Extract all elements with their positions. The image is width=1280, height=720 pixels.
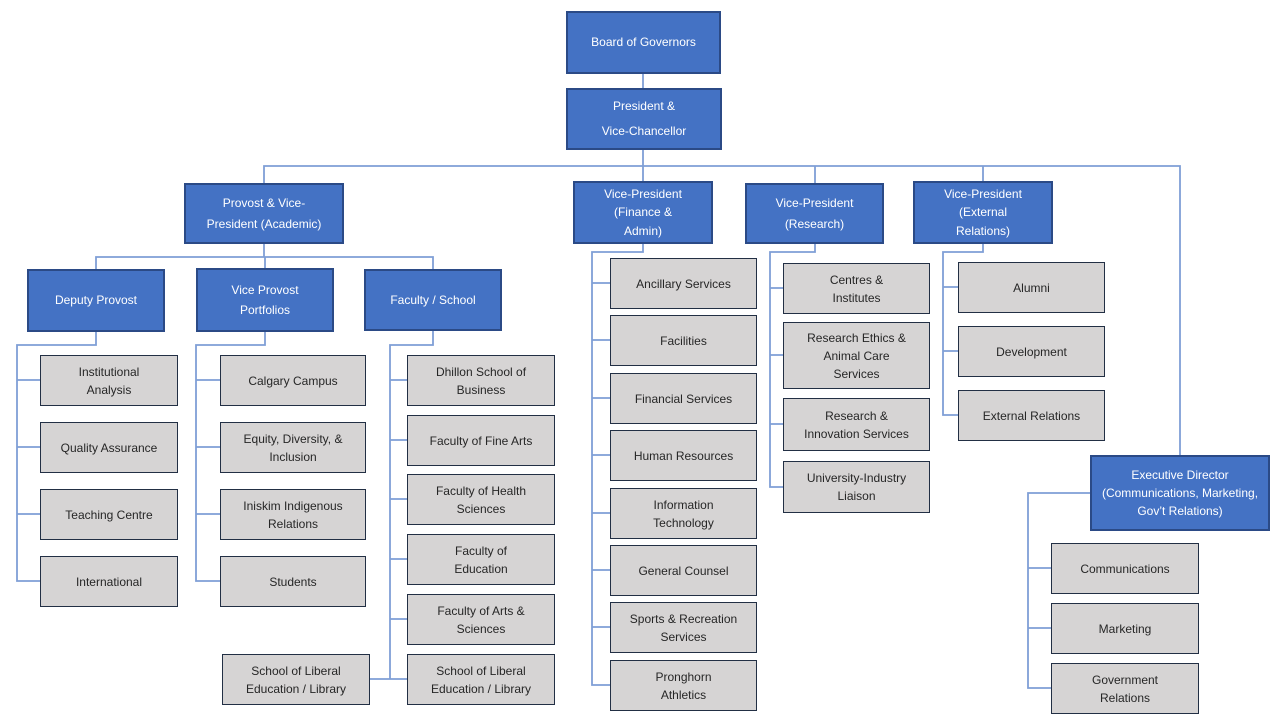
node-human-resources: Human Resources (610, 430, 757, 481)
node-financial-services: Financial Services (610, 373, 757, 424)
connector-research-trunk (769, 244, 816, 488)
node-students: Students (220, 556, 366, 607)
node-label: Financial Services (634, 391, 733, 406)
node-label: Development (996, 344, 1067, 359)
node-label: Calgary Campus (248, 373, 338, 388)
node-faculty-of-health-sciences: Faculty of Health Sciences (407, 474, 555, 525)
node-label: Vice-President (Finance & Admin) (604, 186, 682, 238)
connector-faculty-trunk (370, 331, 434, 680)
node-label: President & Vice-Chancellor (601, 98, 687, 138)
connector-vice-provost-trunk (195, 332, 266, 582)
node-label: Research & Innovation Services (804, 408, 909, 441)
node-label: Faculty of Health Sciences (435, 483, 527, 516)
node-faculty-of-education: Faculty of Education (407, 534, 555, 585)
node-label: Teaching Centre (65, 507, 153, 522)
node-school-of-liberal-education-library-overflow: School of Liberal Education / Library (222, 654, 370, 705)
node-pronghorn-athletics: Pronghorn Athletics (610, 660, 757, 711)
node-international: International (40, 556, 178, 607)
node-vp-finance-admin: Vice-President (Finance & Admin) (573, 181, 713, 244)
node-label: Iniskim Indigenous Relations (243, 498, 343, 531)
node-label: Deputy Provost (54, 293, 138, 308)
node-university-industry-liaison: University-Industry Liaison (783, 461, 930, 513)
node-label: Sports & Recreation Services (629, 611, 738, 644)
node-equity-diversity-inclusion: Equity, Diversity, & Inclusion (220, 422, 366, 473)
node-label: Vice-President (External Relations) (944, 186, 1022, 238)
node-president-vice-chancellor: President & Vice-Chancellor (566, 88, 722, 150)
node-label: Research Ethics & Animal Care Services (807, 330, 906, 381)
node-label: Faculty of Fine Arts (429, 433, 533, 448)
node-provost-vp-academic: Provost & Vice-President (Academic) (184, 183, 344, 244)
node-label: International (75, 574, 143, 589)
node-label: Dhillon School of Business (435, 364, 527, 397)
node-label: Marketing (1098, 621, 1152, 636)
node-research-innovation-services: Research & Innovation Services (783, 398, 930, 451)
node-label: Faculty / School (390, 292, 476, 307)
node-label: University-Industry Liaison (806, 471, 907, 503)
node-label: Institutional Analysis (78, 364, 140, 397)
connector-provost-rail (95, 244, 434, 269)
node-label: Human Resources (633, 448, 734, 463)
node-marketing: Marketing (1051, 603, 1199, 654)
node-label: Faculty of Arts & Sciences (437, 603, 525, 636)
node-communications: Communications (1051, 543, 1199, 594)
node-label: Equity, Diversity, & Inclusion (243, 431, 343, 464)
node-faculty-of-arts-sciences: Faculty of Arts & Sciences (407, 594, 555, 645)
node-research-ethics-animal-care-services: Research Ethics & Animal Care Services (783, 322, 930, 389)
node-label: General Counsel (638, 563, 729, 578)
node-label: Facilities (660, 333, 707, 348)
connector-deputy-trunk (16, 332, 97, 582)
node-vp-research: Vice-President (Research) (745, 183, 884, 244)
node-label: Ancillary Services (636, 276, 731, 291)
node-vp-external-relations: Vice-President (External Relations) (913, 181, 1053, 244)
node-label: Information Technology (653, 497, 714, 530)
node-alumni: Alumni (958, 262, 1105, 313)
node-label: School of Liberal Education / Library (430, 663, 532, 696)
node-sports-recreation-services: Sports & Recreation Services (610, 602, 757, 653)
node-label: Government Relations (1091, 672, 1159, 705)
node-label: Pronghorn Athletics (655, 669, 712, 702)
node-label: External Relations (982, 408, 1081, 423)
connector-finance-trunk (591, 244, 644, 686)
node-information-technology: Information Technology (610, 488, 757, 539)
connector-exec-trunk (1027, 492, 1090, 689)
node-general-counsel: General Counsel (610, 545, 757, 596)
node-government-relations: Government Relations (1051, 663, 1199, 714)
node-board-of-governors: Board of Governors (566, 11, 721, 74)
node-label: Provost & Vice-President (Academic) (206, 196, 322, 231)
node-faculty-of-fine-arts: Faculty of Fine Arts (407, 415, 555, 466)
node-dhillon-school-of-business: Dhillon School of Business (407, 355, 555, 406)
node-label: Board of Governors (591, 35, 696, 50)
node-iniskim-indigenous-relations: Iniskim Indigenous Relations (220, 489, 366, 540)
node-school-of-liberal-education-library: School of Liberal Education / Library (407, 654, 555, 705)
node-deputy-provost: Deputy Provost (27, 269, 165, 332)
connector-top-rail (263, 165, 1181, 455)
node-label: Students (269, 574, 317, 589)
connector-external-trunk (942, 244, 984, 416)
node-external-relations: External Relations (958, 390, 1105, 441)
node-teaching-centre: Teaching Centre (40, 489, 178, 540)
node-calgary-campus: Calgary Campus (220, 355, 366, 406)
node-institutional-analysis: Institutional Analysis (40, 355, 178, 406)
node-label: Alumni (1013, 280, 1050, 295)
node-executive-director: Executive Director (Communications, Mark… (1090, 455, 1270, 531)
node-vice-provost-portfolios: Vice Provost Portfolios (196, 268, 334, 332)
node-label: School of Liberal Education / Library (245, 663, 347, 696)
node-faculty-school: Faculty / School (364, 269, 502, 331)
node-label: Quality Assurance (60, 440, 158, 455)
node-facilities: Facilities (610, 315, 757, 366)
node-ancillary-services: Ancillary Services (610, 258, 757, 309)
node-label: Centres & Institutes (829, 272, 884, 305)
node-quality-assurance: Quality Assurance (40, 422, 178, 473)
node-centres-institutes: Centres & Institutes (783, 263, 930, 314)
node-label: Communications (1080, 561, 1170, 576)
node-development: Development (958, 326, 1105, 377)
node-label: Faculty of Education (454, 543, 508, 576)
node-label: Vice Provost Portfolios (231, 282, 299, 317)
node-label: Vice-President (Research) (775, 196, 854, 231)
node-label: Executive Director (Communications, Mark… (1101, 468, 1259, 518)
